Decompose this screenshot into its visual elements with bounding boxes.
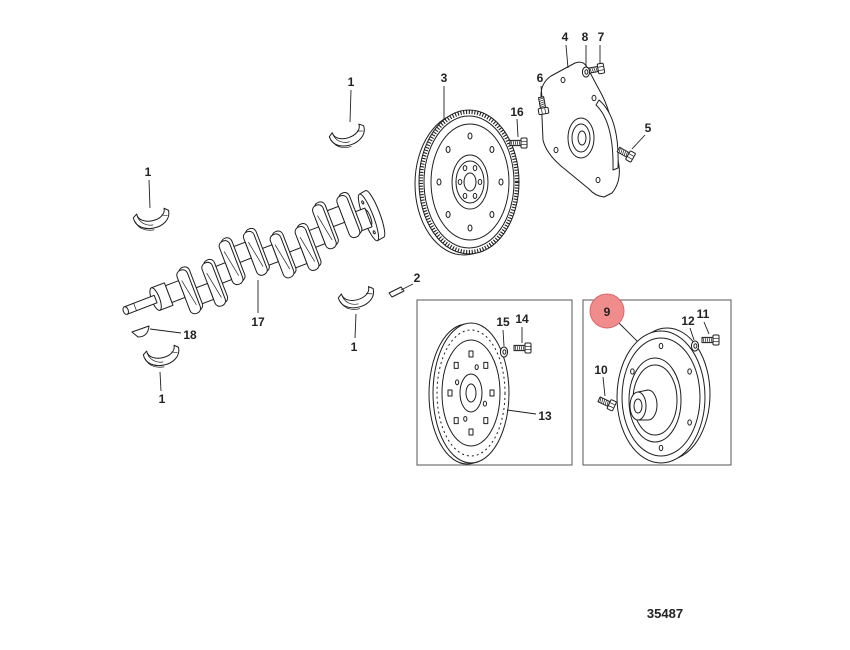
callout-bearing-left-upper[interactable]: 1 <box>145 165 152 179</box>
callout-bearing-upper[interactable]: 1 <box>348 75 355 89</box>
callout-plate-top-bolt[interactable]: 7 <box>598 30 605 44</box>
coupler-bolt-lower <box>596 394 618 412</box>
callout-plate-stud[interactable]: 6 <box>537 71 544 85</box>
bearing-shell-left-upper <box>132 206 173 235</box>
bearing-shell-left-lower <box>142 343 183 372</box>
callout-coupler-bolt-lower[interactable]: 10 <box>594 363 608 377</box>
callout-flywheel-bolt[interactable]: 16 <box>510 105 524 119</box>
callout-crankshaft[interactable]: 17 <box>251 315 265 329</box>
callout-coupler[interactable]: 9 <box>604 305 611 319</box>
bearing-shell-center-lower <box>337 285 378 314</box>
callout-bearing-left-lower[interactable]: 1 <box>159 392 166 406</box>
callout-coupler-washer[interactable]: 12 <box>681 314 695 328</box>
callout-adapter-plate[interactable]: 4 <box>562 30 569 44</box>
callout-flywheel[interactable]: 3 <box>441 71 448 85</box>
callout-drive-plate-washer[interactable]: 15 <box>496 315 510 329</box>
coupler-bolt-upper <box>701 334 720 346</box>
crankshaft <box>122 190 386 315</box>
drive-plate <box>428 322 510 465</box>
leader-lines <box>148 44 710 415</box>
drive-plate-bolt <box>513 342 532 354</box>
callout-plate-side-bolt[interactable]: 5 <box>645 121 652 135</box>
adapter-plate <box>540 61 620 198</box>
callout-bearing-center-lower[interactable]: 1 <box>351 340 358 354</box>
callout-coupler-bolt-upper[interactable]: 11 <box>697 307 710 321</box>
small-key <box>131 325 150 338</box>
coupler-frame <box>582 299 732 466</box>
bearing-shell-upper <box>327 122 370 153</box>
drive-plate-washer <box>499 346 509 358</box>
drive-plate-frame <box>416 299 573 466</box>
callout-drive-plate[interactable]: 13 <box>538 409 552 423</box>
flex-coupler <box>616 327 711 464</box>
flywheel <box>414 109 520 256</box>
callout-plate-top-washer[interactable]: 8 <box>582 30 589 44</box>
plate-top-washer <box>581 66 591 78</box>
callout-crank-key[interactable]: 2 <box>414 271 421 285</box>
figure-number: 35487 <box>647 606 683 621</box>
callout-drive-plate-bolt[interactable]: 14 <box>515 312 529 326</box>
callout-highlight <box>589 293 625 329</box>
coupler-washer <box>690 340 700 352</box>
callout-small-key[interactable]: 18 <box>183 328 197 342</box>
crank-key <box>388 286 405 298</box>
